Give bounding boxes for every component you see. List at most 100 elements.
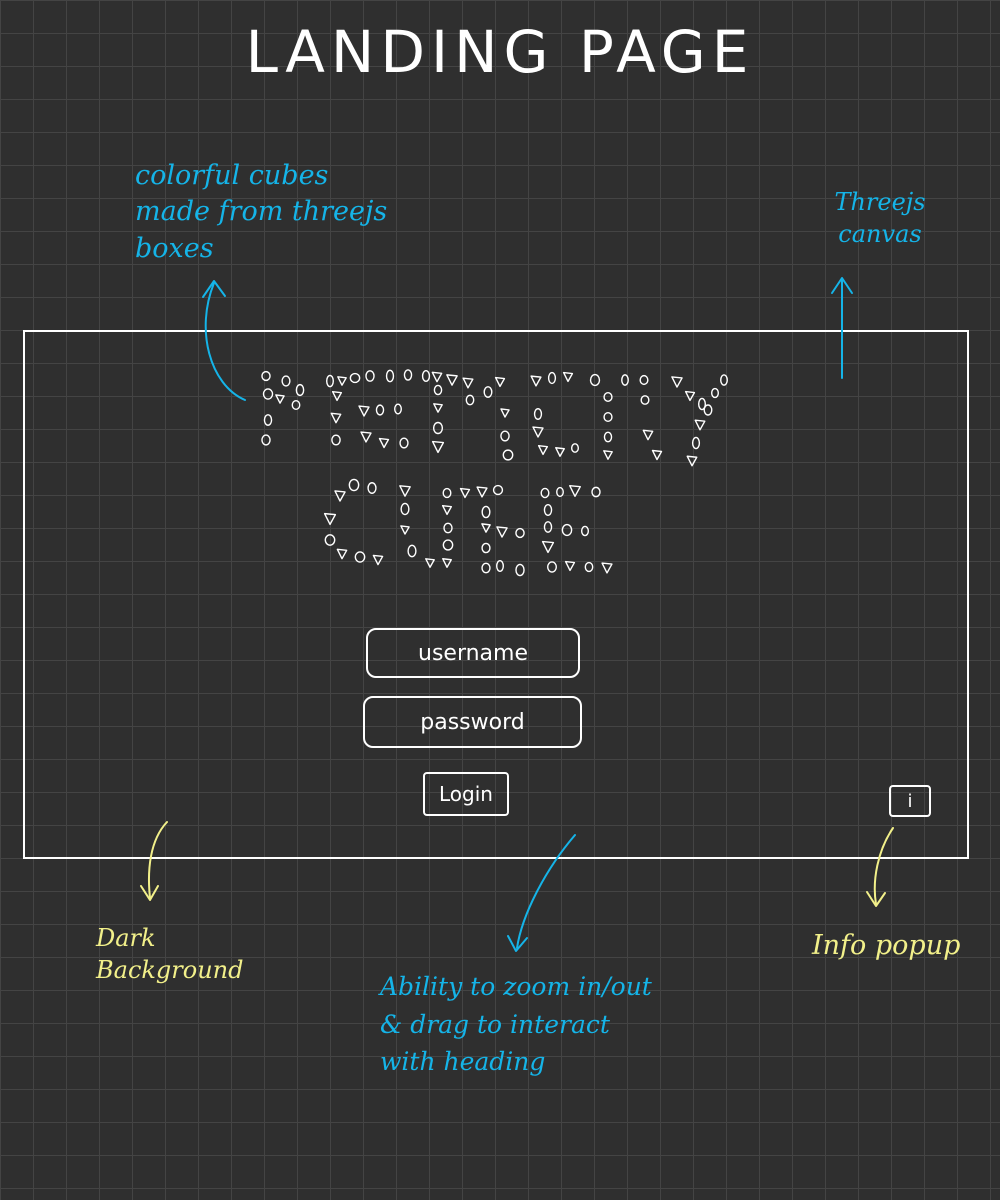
cube-dot <box>530 375 542 387</box>
cube-dot <box>399 485 411 497</box>
cube-dot <box>354 551 366 563</box>
cube-dot <box>603 450 613 460</box>
cube-dot <box>399 437 409 449</box>
cube-dot <box>261 434 271 446</box>
cube-dot <box>433 384 443 396</box>
cube-dot <box>532 426 544 438</box>
info-button[interactable]: i <box>889 785 931 817</box>
cube-dot <box>336 548 348 560</box>
cube-dot <box>481 562 491 574</box>
cube-dot <box>334 490 346 502</box>
cube-dot <box>494 376 506 388</box>
cube-dot <box>500 408 510 418</box>
cube-dot <box>640 395 650 405</box>
username-input[interactable]: username <box>366 628 580 678</box>
cube-dot <box>442 558 452 568</box>
cube-dot <box>324 534 336 546</box>
cube-dot <box>621 374 629 386</box>
cube-dot <box>481 523 491 533</box>
cube-dot <box>400 525 410 535</box>
cube-dot <box>686 455 698 467</box>
cube-dot <box>348 478 360 492</box>
cube-dot <box>375 404 385 416</box>
cube-dot <box>483 386 493 398</box>
cube-dot <box>442 539 454 551</box>
cube-dot <box>446 374 458 386</box>
cube-dot <box>465 394 475 406</box>
cube-dot <box>502 449 514 461</box>
cube-dot <box>421 369 431 383</box>
cube-dot <box>540 487 550 499</box>
cube-dot <box>691 436 701 450</box>
cube-dot <box>358 405 370 417</box>
cube-dots <box>261 369 728 577</box>
cube-dot <box>562 371 574 383</box>
cube-dot <box>462 377 474 389</box>
cube-dot <box>580 525 590 537</box>
cube-dot <box>378 437 390 449</box>
cube-dot <box>403 369 413 381</box>
cube-dot <box>331 390 343 402</box>
cube-dot <box>603 431 613 443</box>
annotation-dark-background: Dark Background <box>96 924 244 985</box>
cube-dot <box>537 444 549 456</box>
info-arrow <box>873 827 894 905</box>
info-icon: i <box>907 790 913 812</box>
cube-dot <box>651 449 663 461</box>
cube-dot <box>367 482 377 494</box>
password-input[interactable]: password <box>363 696 582 748</box>
dark-bg-arrow-head <box>140 885 159 901</box>
cube-dot <box>295 383 305 397</box>
cube-dot <box>601 562 613 574</box>
cube-dot <box>515 527 525 539</box>
cube-dot <box>496 526 508 538</box>
cube-dot <box>684 390 696 402</box>
cube-dot <box>372 554 384 566</box>
zoom-arrow-head <box>507 935 528 952</box>
cube-dot <box>337 376 347 386</box>
cube-dot <box>543 521 553 533</box>
cube-dot <box>589 373 601 387</box>
cube-dot <box>263 414 273 426</box>
cubes-arrow <box>204 282 246 401</box>
annotation-canvas: Threejs canvas <box>834 188 926 249</box>
cube-dot <box>555 447 565 457</box>
cube-dot <box>331 434 341 446</box>
annotation-arrows <box>140 277 894 952</box>
dark-bg-arrow <box>147 821 168 899</box>
cube-dot <box>433 403 443 413</box>
cubes-arrow-head <box>202 280 226 298</box>
cube-dot <box>703 404 713 416</box>
cube-dot <box>425 558 435 568</box>
cube-dot <box>432 421 444 435</box>
cube-dot <box>261 370 271 382</box>
cube-dot <box>441 504 453 516</box>
cube-dot <box>330 412 342 424</box>
threejs-canvas[interactable] <box>23 330 969 859</box>
cube-dot <box>481 505 491 519</box>
canvas-arrow-head <box>831 277 853 294</box>
annotation-cubes: colorful cubes made from threejs boxes <box>135 160 388 264</box>
cube-dot <box>281 375 291 387</box>
cube-dot <box>442 487 452 499</box>
info-arrow-head <box>866 891 886 907</box>
cube-dot <box>481 542 491 554</box>
cube-dot <box>591 486 601 498</box>
cube-dot <box>603 412 613 422</box>
cube-dot <box>365 370 375 382</box>
cube-dot <box>476 486 488 498</box>
cube-dot <box>360 431 372 443</box>
cube-dot <box>275 394 285 404</box>
cube-dot <box>492 484 504 496</box>
cube-dot <box>603 392 613 402</box>
cube-dot <box>323 512 337 526</box>
page-title: LANDING PAGE <box>245 18 755 86</box>
cube-dot <box>710 387 720 399</box>
cube-dot <box>541 540 555 554</box>
cube-dot <box>291 399 301 411</box>
cube-dot <box>262 388 274 400</box>
login-button[interactable]: Login <box>423 772 509 816</box>
cube-dot <box>561 523 573 537</box>
cube-dot <box>533 408 543 420</box>
